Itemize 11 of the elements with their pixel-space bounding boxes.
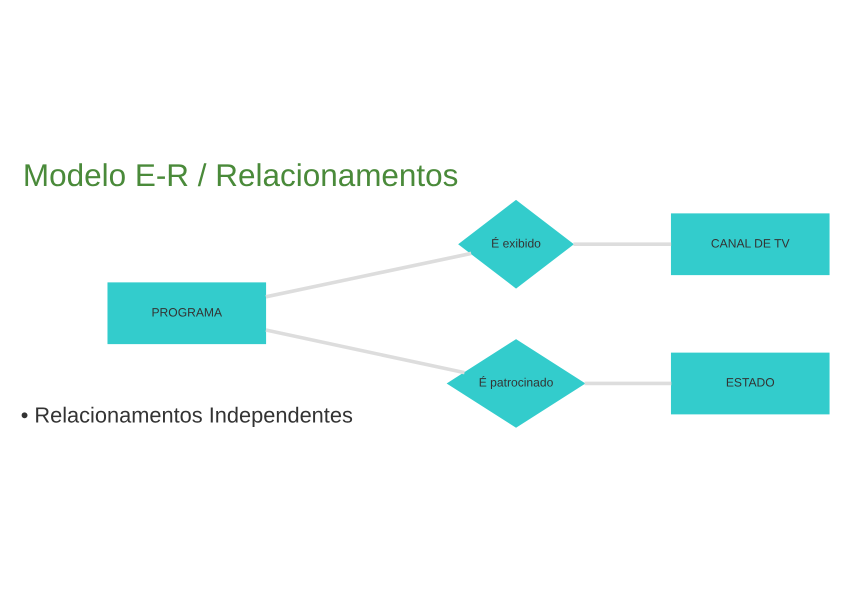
connector <box>265 328 465 374</box>
node-diamond: É patrocinado <box>446 339 586 428</box>
node-box: ESTADO <box>670 352 830 414</box>
node-box: PROGRAMA <box>107 282 266 344</box>
connector <box>584 382 672 386</box>
label: • Relacionamentos Independentes <box>20 402 353 428</box>
diagram-title: Modelo E-R / Relacionamentos <box>22 158 458 193</box>
node-diamond: É exibido <box>458 200 574 289</box>
connector <box>265 252 472 299</box>
connector <box>573 242 672 246</box>
node-box: CANAL DE TV <box>670 213 830 276</box>
